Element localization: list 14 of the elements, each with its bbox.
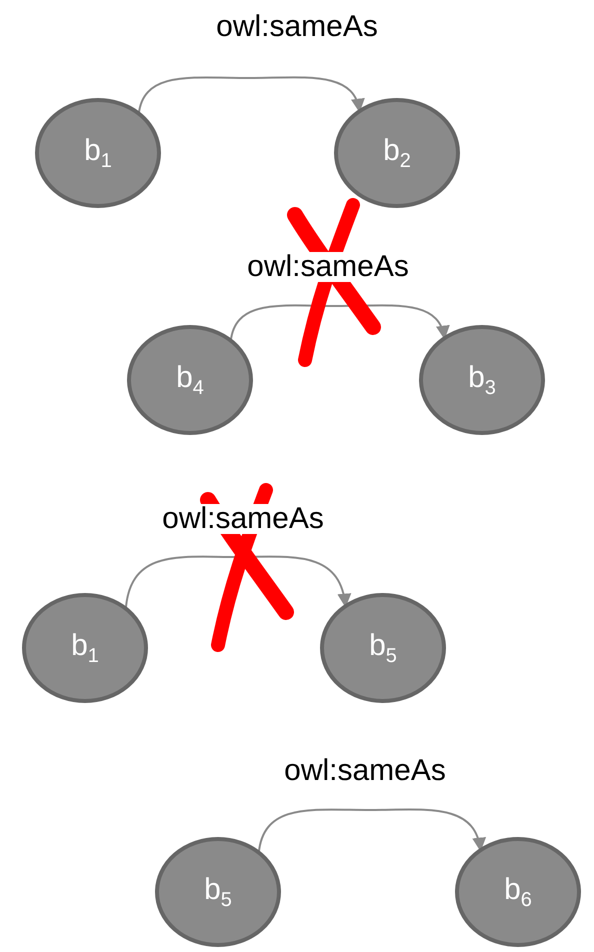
node-label: b$_{4}$ — [176, 362, 204, 398]
node-label: b$_{2}$ — [383, 136, 411, 170]
node-label: b$_{1}$ — [71, 630, 99, 666]
edge-label: owl:sameAs — [247, 252, 409, 282]
node-label: b$_{1}$ — [84, 136, 112, 170]
arrow — [230, 304, 448, 341]
arrow — [258, 808, 485, 853]
node-label: b$_{5}$ — [204, 874, 232, 910]
node-label: b$_{3}$ — [468, 362, 496, 398]
arrow — [124, 556, 350, 609]
node-label: b$_{5}$ — [369, 630, 397, 666]
edge-label: owl:sameAs — [162, 504, 324, 534]
arrow — [138, 76, 364, 114]
node-label: b$_{6}$ — [504, 874, 532, 910]
